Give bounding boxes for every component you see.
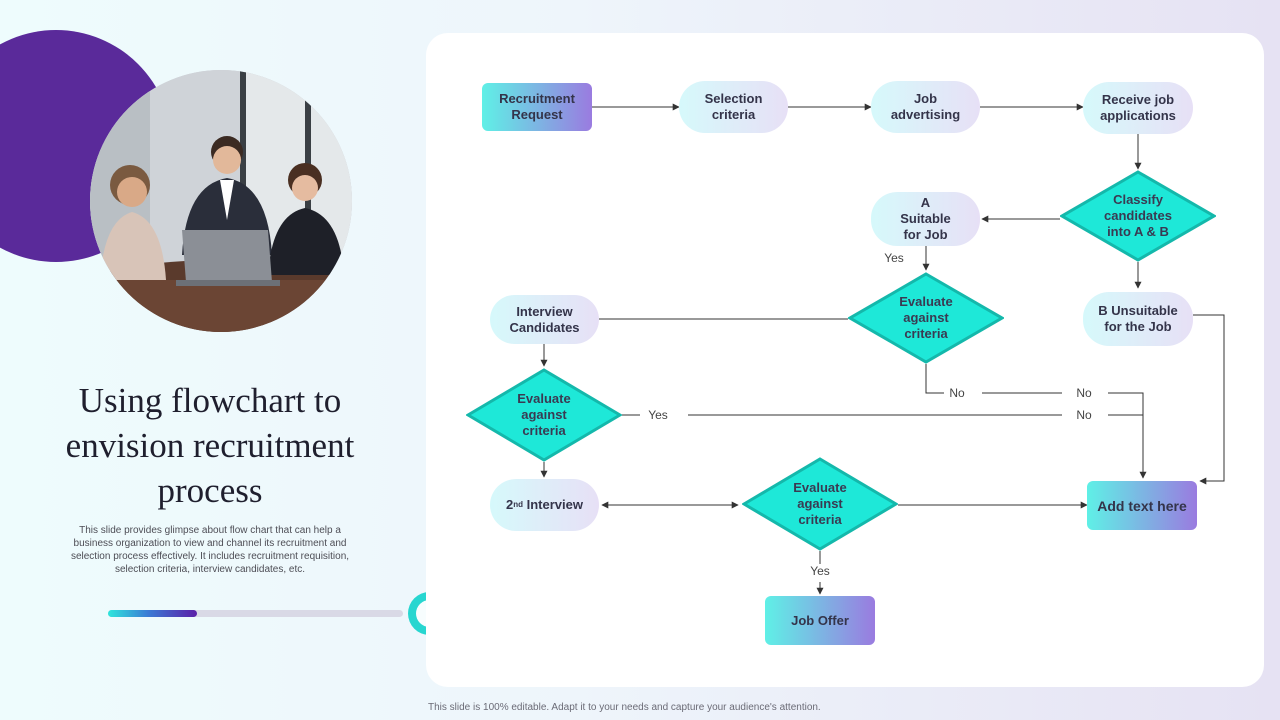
node-evaluate-criteria-3[interactable]: Evaluate against criteria [742, 457, 898, 551]
diamond-shape [848, 272, 1004, 364]
edge-label-no: No [949, 386, 965, 400]
second-interview-label: Interview [523, 497, 583, 512]
node-b-unsuitable[interactable]: B Unsuitable for the Job [1083, 292, 1193, 346]
edge-label-yes: Yes [648, 408, 668, 422]
diamond-shape [466, 368, 622, 462]
edge-label-no: No [1076, 408, 1092, 422]
node-evaluate-2-label: Evaluate against criteria [517, 391, 571, 438]
node-selection-criteria[interactable]: Selection criteria [679, 81, 788, 133]
edge-no-to-addtext [1108, 392, 1147, 479]
node-interview-candidates[interactable]: Interview Candidates [490, 295, 599, 344]
node-evaluate-3-label: Evaluate against criteria [793, 480, 847, 527]
node-evaluate-criteria-1[interactable]: Evaluate against criteria [848, 272, 1004, 364]
progress-bar-fill [108, 610, 197, 617]
node-a-suitable[interactable]: A Suitable for Job [871, 192, 980, 246]
edge-label-yes: Yes [884, 251, 904, 265]
node-job-advertising[interactable]: Job advertising [871, 81, 980, 133]
node-evaluate-1-label: Evaluate against criteria [899, 294, 953, 341]
edge-b-to-addtext [1193, 314, 1225, 485]
progress-bar [108, 610, 403, 617]
node-receive-applications[interactable]: Receive job applications [1083, 82, 1193, 134]
edge-label-no: No [1076, 386, 1092, 400]
diamond-shape [1060, 170, 1216, 262]
footer-note: This slide is 100% editable. Adapt it to… [428, 702, 821, 713]
diamond-shape [742, 457, 898, 551]
slide-description: This slide provides glimpse about flow c… [70, 525, 350, 575]
edge-label-yes: Yes [810, 564, 830, 578]
node-recruitment-request[interactable]: Recruitment Request [482, 83, 592, 131]
node-job-offer[interactable]: Job Offer [765, 596, 875, 645]
node-classify-candidates[interactable]: Classify candidates into A & B [1060, 170, 1216, 262]
node-evaluate-criteria-2[interactable]: Evaluate against criteria [466, 368, 622, 462]
slide-title: Using flowchart to envision recruitment … [65, 381, 355, 510]
node-classify-label: Classify candidates into A & B [1104, 192, 1172, 239]
second-interview-number: 2 [506, 497, 514, 512]
flowchart-panel [426, 33, 1264, 687]
node-add-text-here[interactable]: Add text here [1087, 481, 1197, 530]
edge-evaluate-no [925, 364, 944, 394]
